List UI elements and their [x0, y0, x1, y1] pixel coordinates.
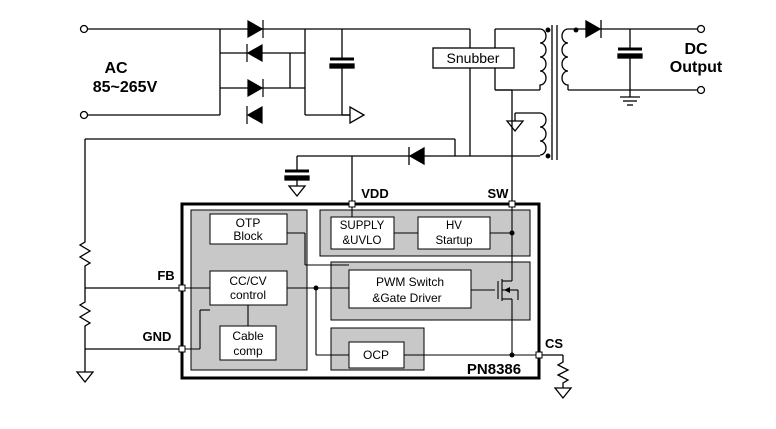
- diode-d1-icon: [247, 19, 264, 39]
- supply-label-2: &UVLO: [343, 235, 382, 247]
- aux-ground-icon: [505, 112, 540, 133]
- cable-label-2: comp: [233, 344, 263, 358]
- sw-label: SW: [488, 186, 510, 201]
- cccv-label-1: CC/CV: [229, 274, 266, 288]
- dc-terminal-top: [696, 24, 706, 34]
- cs-label: CS: [545, 336, 563, 351]
- cccv-control-block: [209, 270, 288, 306]
- gnd-icon: [75, 371, 95, 384]
- diode-d3-icon: [247, 78, 264, 98]
- snubber-box: [432, 47, 515, 69]
- fb-divider-section: [75, 139, 182, 384]
- output-diode-icon: [585, 19, 602, 39]
- cs-gnd-icon: [553, 387, 573, 400]
- ac-terminal-bottom: [79, 110, 89, 120]
- pwm-label-1: PWM Switch: [376, 275, 444, 289]
- vdd-diode-icon: [408, 146, 425, 166]
- chip-pn8386: [178, 200, 543, 380]
- vdd-label: VDD: [361, 186, 388, 201]
- diode-d4-icon: [246, 105, 263, 125]
- hv-label-2: Startup: [435, 235, 472, 247]
- otp-block: [209, 213, 288, 245]
- internal-wiring: [182, 204, 540, 356]
- snubber-label: Snubber: [447, 50, 500, 66]
- ocp-block: [348, 341, 405, 369]
- chip-name-label: PN8386: [467, 361, 521, 378]
- fb-label: FB: [157, 268, 174, 283]
- resistor-r1-icon: [78, 236, 92, 288]
- transformer-icon: [539, 25, 579, 160]
- dc-output-section: [568, 19, 706, 106]
- ocp-label: OCP: [363, 348, 389, 362]
- supply-uvlo-block: [330, 216, 395, 250]
- ac-range-label: 85~265V: [93, 79, 158, 96]
- pwm-label-2: &Gate Driver: [372, 291, 441, 305]
- cccv-label-2: control: [230, 288, 266, 302]
- pin-cs: [535, 351, 543, 359]
- pin-gnd: [178, 345, 186, 353]
- cable-comp-block: [219, 325, 277, 361]
- resistor-r2-icon: [78, 288, 92, 349]
- gnd-label: GND: [143, 329, 172, 344]
- pin-vdd: [348, 200, 356, 208]
- mosfet-icon: [504, 287, 510, 293]
- dc-terminal-bottom: [696, 85, 706, 95]
- pin-fb: [178, 284, 186, 292]
- pin-sw: [508, 200, 516, 208]
- ac-input-section: [79, 24, 470, 120]
- bulk-capacitor-icon: [329, 29, 366, 125]
- otp-label-1: OTP: [236, 216, 261, 230]
- vdd-supply-path: [85, 89, 540, 204]
- dc-label: DC: [684, 41, 708, 58]
- otp-label-2: Block: [233, 229, 263, 243]
- cable-label-1: Cable: [232, 329, 264, 343]
- pwm-switch-block: [348, 269, 472, 309]
- snubber-section: [432, 28, 540, 150]
- junction-dot: [509, 230, 515, 236]
- junction-dot: [509, 352, 515, 358]
- ac-terminal-top: [79, 24, 89, 34]
- hv-label-1: HV: [446, 220, 462, 232]
- output-label: Output: [670, 59, 723, 76]
- diode-d2-icon: [246, 43, 263, 63]
- cs-resistor-section: [542, 354, 573, 400]
- supply-label-1: SUPPLY: [340, 220, 385, 232]
- ac-label: AC: [104, 60, 128, 77]
- resistor-rcs-icon: [556, 355, 570, 388]
- junction-dot: [313, 285, 319, 291]
- hv-startup-block: [417, 216, 491, 250]
- bridge-diodes: [246, 19, 264, 125]
